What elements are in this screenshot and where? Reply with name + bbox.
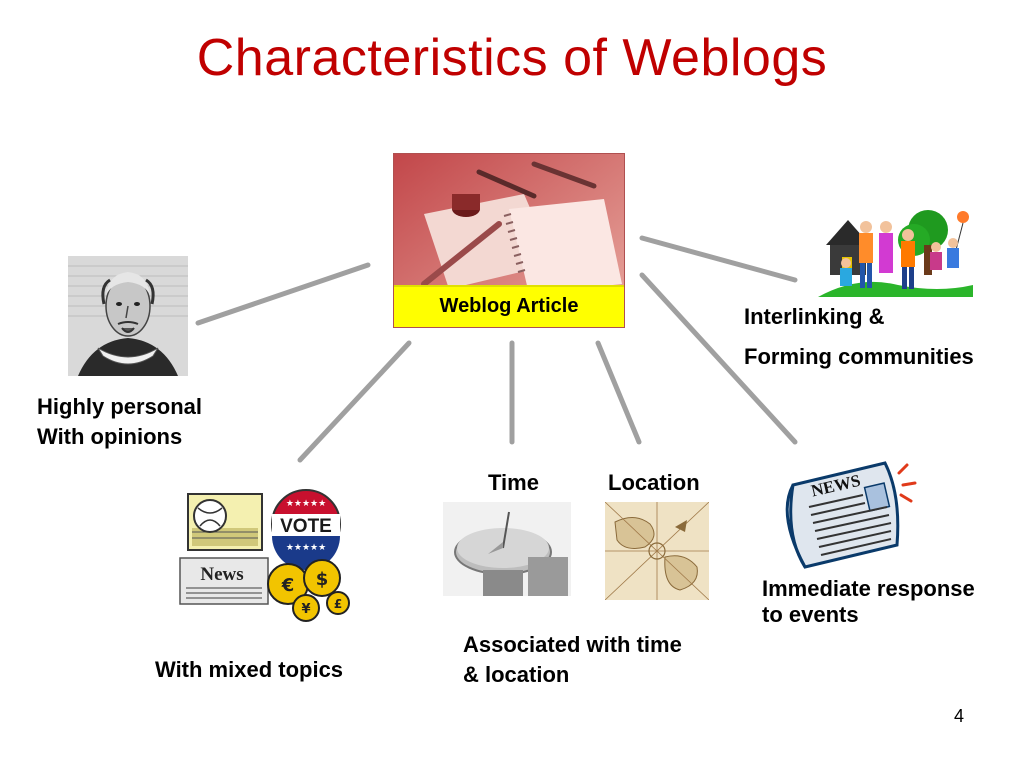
map-image	[604, 501, 710, 605]
weblog-article-image: Weblog Article	[393, 153, 625, 328]
label-community-line2: Forming communities	[744, 344, 974, 369]
svg-text:News: News	[200, 564, 243, 585]
label-time-location-line1: Associated with time	[463, 632, 682, 657]
connector-community	[639, 235, 798, 283]
svg-text:$: $	[316, 569, 329, 590]
news-events-image: NEWS	[775, 455, 917, 578]
svg-text:¥: ¥	[301, 602, 310, 617]
connector-location	[595, 340, 642, 445]
volleyball-icon	[187, 493, 263, 551]
sundial-icon	[443, 502, 571, 596]
label-community-line1: Interlinking &	[744, 304, 885, 329]
antique-map-icon	[604, 501, 710, 601]
portrait-image	[68, 256, 188, 381]
family-community-icon	[818, 210, 973, 297]
svg-text:★★★★★: ★★★★★	[286, 543, 326, 553]
label-personal-line1: Highly personal	[37, 394, 203, 419]
rolled-newspaper-icon: NEWS	[785, 461, 917, 569]
money-gears-icon: € $ ¥ £	[267, 559, 350, 622]
svg-text:★★★★★: ★★★★★	[286, 499, 326, 509]
label-location: Location	[608, 470, 700, 495]
sundial-image	[443, 502, 571, 601]
label-time: Time	[488, 470, 539, 495]
svg-text:£: £	[334, 597, 342, 611]
label-events-line1: Immediate response	[762, 576, 975, 601]
newspaper-icon: News	[179, 557, 269, 605]
svg-text:€: €	[281, 575, 295, 596]
label-personal-line2: With opinions	[37, 424, 183, 449]
label-time-location-line2: & location	[463, 662, 570, 687]
connector-personal	[195, 262, 371, 326]
community-image	[818, 205, 973, 302]
svg-text:VOTE: VOTE	[280, 516, 332, 537]
label-events-line2: to events	[762, 602, 859, 627]
shakespeare-portrait-icon	[68, 256, 188, 376]
page-number: 4	[953, 706, 964, 726]
connector-events	[639, 272, 798, 445]
vote-badge-icon: VOTE ★★★★★ ★★★★★	[271, 489, 341, 570]
mixed-topics-image: VOTE ★★★★★ ★★★★★ News € $ ¥ £	[178, 488, 356, 628]
slide-title: Characteristics of Weblogs	[196, 29, 828, 87]
connector-topics	[297, 340, 412, 463]
weblog-article-label: Weblog Article	[394, 285, 624, 327]
label-topics: With mixed topics	[155, 657, 344, 682]
